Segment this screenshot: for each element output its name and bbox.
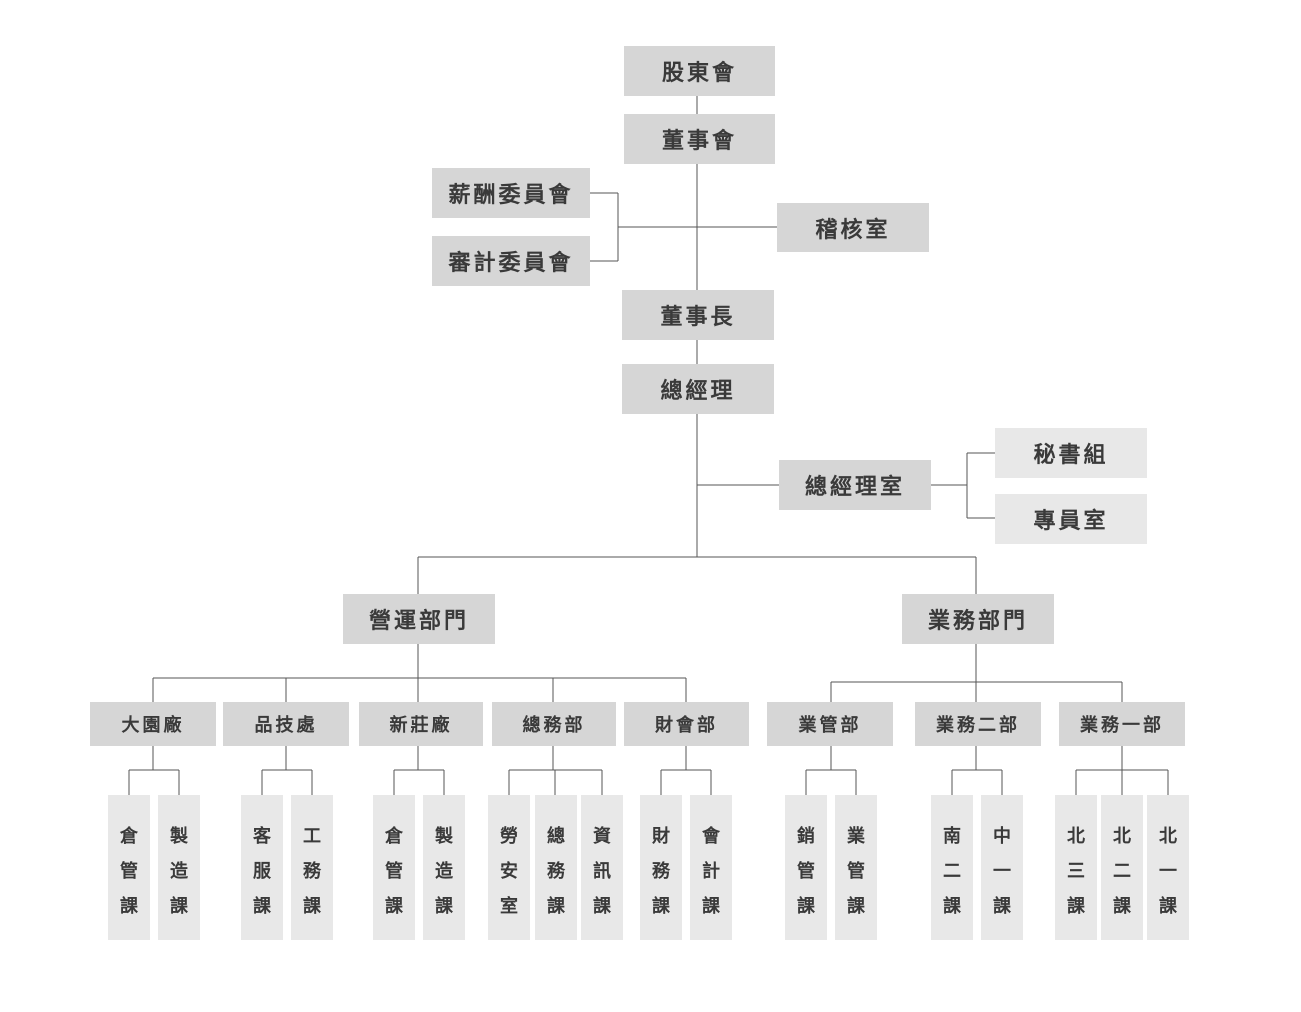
section-north-two: 北二課 bbox=[1101, 795, 1143, 940]
node-sales-division: 業務部門 bbox=[902, 594, 1054, 644]
section-engineering: 工務課 bbox=[291, 795, 333, 940]
section-xinzhuang-manufacturing: 製造課 bbox=[423, 795, 465, 940]
section-information: 資訊課 bbox=[581, 795, 623, 940]
section-xinzhuang-warehouse: 倉管課 bbox=[373, 795, 415, 940]
node-audit-committee: 審計委員會 bbox=[432, 236, 590, 286]
node-board: 董事會 bbox=[624, 114, 775, 164]
section-north-one: 北一課 bbox=[1147, 795, 1189, 940]
node-remuneration-committee: 薪酬委員會 bbox=[432, 168, 590, 218]
section-customer-service: 客服課 bbox=[241, 795, 283, 940]
section-north-three: 北三課 bbox=[1055, 795, 1097, 940]
node-sales-dept-two: 業務二部 bbox=[915, 702, 1041, 746]
node-shareholders: 股東會 bbox=[624, 46, 775, 96]
node-gm-office: 總經理室 bbox=[779, 460, 931, 510]
node-sales-mgmt-dept: 業管部 bbox=[767, 702, 893, 746]
section-dayuan-warehouse: 倉管課 bbox=[108, 795, 150, 940]
node-dayuan-plant: 大園廠 bbox=[90, 702, 216, 746]
node-audit-office: 稽核室 bbox=[777, 203, 929, 252]
node-sales-dept-one: 業務一部 bbox=[1059, 702, 1185, 746]
node-general-manager: 總經理 bbox=[622, 364, 774, 414]
section-south-two: 南二課 bbox=[931, 795, 973, 940]
node-general-affairs-dept: 總務部 bbox=[492, 702, 616, 746]
node-quality-tech: 品技處 bbox=[223, 702, 349, 746]
node-secretary-group: 秘書組 bbox=[995, 428, 1147, 478]
node-xinzhuang-plant: 新莊廠 bbox=[359, 702, 483, 746]
section-labor-safety: 勞安室 bbox=[488, 795, 530, 940]
section-accounting: 會計課 bbox=[690, 795, 732, 940]
node-operations-division: 營運部門 bbox=[343, 594, 495, 644]
section-finance-affairs: 財務課 bbox=[640, 795, 682, 940]
node-finance-dept: 財會部 bbox=[624, 702, 749, 746]
section-business-admin: 業管課 bbox=[835, 795, 877, 940]
section-central-one: 中一課 bbox=[981, 795, 1023, 940]
section-general-affairs: 總務課 bbox=[535, 795, 577, 940]
node-chairman: 董事長 bbox=[622, 290, 774, 340]
section-dayuan-manufacturing: 製造課 bbox=[158, 795, 200, 940]
node-specialist-office: 專員室 bbox=[995, 494, 1147, 544]
section-sales-admin: 銷管課 bbox=[785, 795, 827, 940]
